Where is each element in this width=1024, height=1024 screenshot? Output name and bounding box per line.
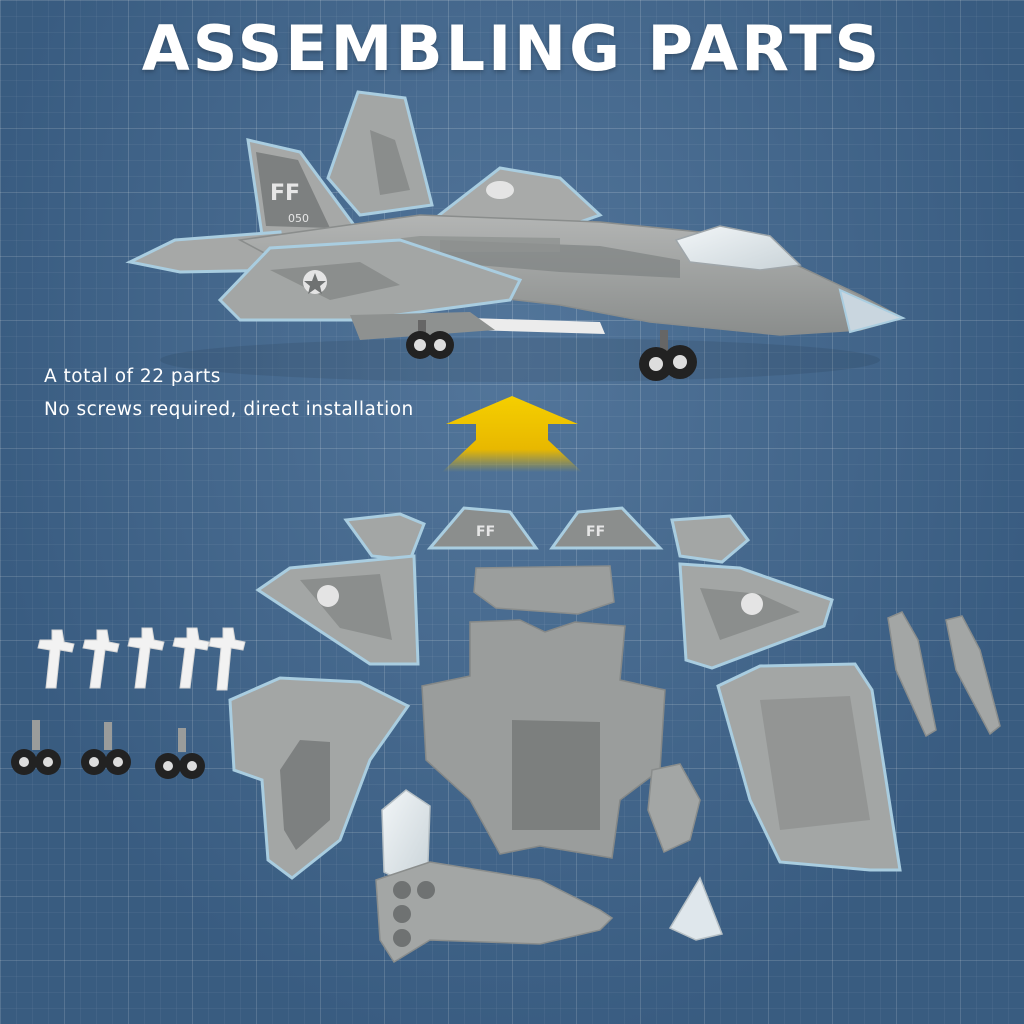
part-landing-gear	[11, 720, 205, 779]
part-stabilizer-plate	[473, 565, 615, 615]
part-main-body-cavity	[512, 720, 600, 830]
part-drop-tank-left	[887, 611, 937, 738]
part-wing-tip-right	[670, 514, 751, 564]
part-tail-code-left: FF	[476, 524, 495, 540]
part-vertical-tail-right: FF	[549, 506, 664, 550]
part-wing-tip-left	[343, 512, 426, 562]
total-parts-text: A total of 22 parts	[44, 366, 221, 387]
part-cockpit-tub	[280, 740, 330, 850]
part-missiles	[37, 627, 246, 691]
tail-number: 050	[288, 212, 309, 225]
part-wing-left	[255, 554, 420, 666]
part-vertical-tail-left: FF	[426, 506, 539, 550]
up-arrow-icon	[442, 396, 582, 472]
tail-code: FF	[270, 181, 300, 206]
part-seat	[647, 763, 701, 854]
no-screws-text: No screws required, direct installation	[44, 399, 414, 420]
part-drop-tank-right	[945, 615, 1001, 736]
part-wing-right	[678, 562, 834, 670]
part-nose-cone	[668, 876, 724, 941]
page-title: ASSEMBLING PARTS	[141, 12, 883, 85]
part-tail-code-right: FF	[586, 524, 605, 540]
assembled-jet: FF 050	[125, 90, 907, 382]
part-lower-body	[375, 861, 614, 964]
info-text: A total of 22 parts No screws required, …	[44, 360, 414, 426]
